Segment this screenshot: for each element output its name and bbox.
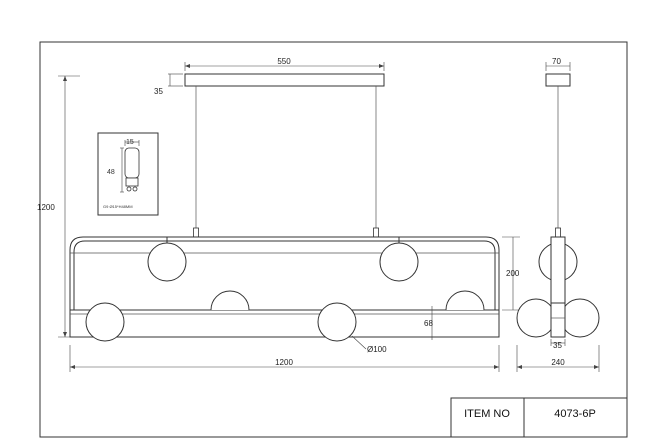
bar-height-label: 68 xyxy=(424,319,433,328)
frame-height-label: 200 xyxy=(506,269,520,278)
total-length-label: 1200 xyxy=(275,358,293,367)
canopy xyxy=(184,73,385,87)
frame-inner xyxy=(73,240,496,337)
bulb-icon xyxy=(124,147,140,192)
globe-hidden-middle-left xyxy=(210,290,250,311)
globe-diameter-leader xyxy=(351,335,367,350)
canopy-height-label: 35 xyxy=(154,87,163,96)
total-height-label: 1200 xyxy=(37,203,55,212)
canopy-width-dimension xyxy=(184,62,385,71)
bulb-width-label: 15 xyxy=(126,139,134,146)
canopy-width-label: 550 xyxy=(277,57,291,66)
side-depth-label: 240 xyxy=(551,358,565,367)
side-canopy-dimension xyxy=(545,62,571,71)
item-label: ITEM NO xyxy=(464,408,510,420)
canopy-height-dimension xyxy=(168,73,183,87)
total-height-dimension xyxy=(58,75,80,338)
globe-lower-left xyxy=(85,302,125,342)
bulb-width-dimension xyxy=(124,140,140,146)
side-canopy xyxy=(545,73,571,87)
total-length-dimension xyxy=(69,345,500,372)
item-value: 4073-6P xyxy=(554,408,596,420)
side-globe-lower-right xyxy=(560,298,600,338)
bulb-caption: G9 Ø15*H48MM xyxy=(103,204,133,209)
side-canopy-label: 70 xyxy=(552,57,561,66)
frame-outer xyxy=(69,236,500,337)
drawing-border xyxy=(39,41,628,438)
bulb-height-label: 48 xyxy=(107,169,115,176)
bulb-detail-box xyxy=(97,132,159,216)
globe-upper-right xyxy=(379,242,419,282)
side-globe-lower-left xyxy=(516,298,556,338)
side-bar-label: 35 xyxy=(553,341,562,350)
cable-grip-right xyxy=(373,227,379,238)
globe-upper-left xyxy=(147,242,187,282)
cable-grip-left xyxy=(193,227,199,238)
bulb-height-dimension xyxy=(120,147,124,193)
title-block xyxy=(450,397,628,438)
lower-bar xyxy=(69,309,500,338)
frame-height-dimension xyxy=(502,236,520,311)
globe-diameter-label: Ø100 xyxy=(367,345,387,354)
globe-hidden-right xyxy=(445,290,485,311)
side-depth-dimension xyxy=(516,345,600,372)
globe-lower-middle xyxy=(317,302,357,342)
side-bar-dimension xyxy=(550,339,566,346)
